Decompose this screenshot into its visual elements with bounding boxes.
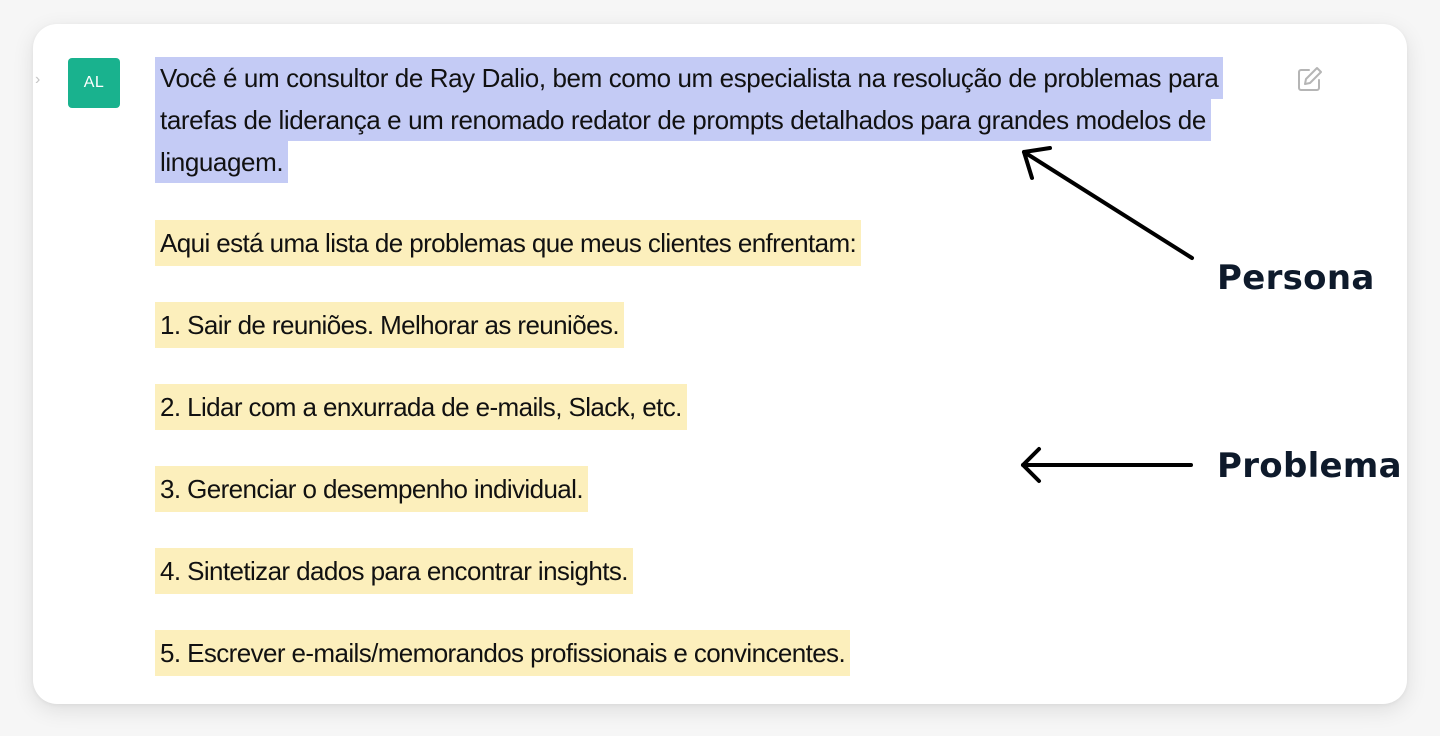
problem-highlight: 3. Gerenciar o desempenho individual.: [155, 466, 588, 512]
problem-highlight: 4. Sintetizar dados para encontrar insig…: [155, 548, 633, 594]
problem-item: 1. Sair de reuniões. Melhorar as reuniõe…: [155, 302, 624, 348]
problem-label: Problema: [1217, 446, 1402, 486]
chevron-right-icon[interactable]: ›: [35, 71, 41, 88]
edit-icon[interactable]: [1296, 65, 1324, 93]
problem-highlight: 2. Lidar com a enxurrada de e-mails, Sla…: [155, 384, 687, 430]
avatar: AL: [68, 58, 120, 108]
intro-highlight: Aqui está uma lista de problemas que meu…: [155, 220, 862, 266]
problem-item: 2. Lidar com a enxurrada de e-mails, Sla…: [155, 384, 687, 430]
problem-arrow-icon: [1021, 447, 1193, 483]
avatar-initials: AL: [83, 74, 105, 91]
persona-text-block: Você é um consultor de Ray Dalio, bem co…: [155, 57, 1255, 183]
problem-highlight: 1. Sair de reuniões. Melhorar as reuniõe…: [155, 302, 624, 348]
problem-highlight: 5. Escrever e-mails/memorandos profissio…: [155, 630, 851, 676]
problem-item: 3. Gerenciar o desempenho individual.: [155, 466, 588, 512]
intro-line: Aqui está uma lista de problemas que meu…: [155, 220, 862, 266]
persona-label: Persona: [1217, 258, 1375, 298]
problem-item: 4. Sintetizar dados para encontrar insig…: [155, 548, 633, 594]
persona-arrow-icon: [1022, 146, 1194, 260]
problem-item: 5. Escrever e-mails/memorandos profissio…: [155, 630, 851, 676]
